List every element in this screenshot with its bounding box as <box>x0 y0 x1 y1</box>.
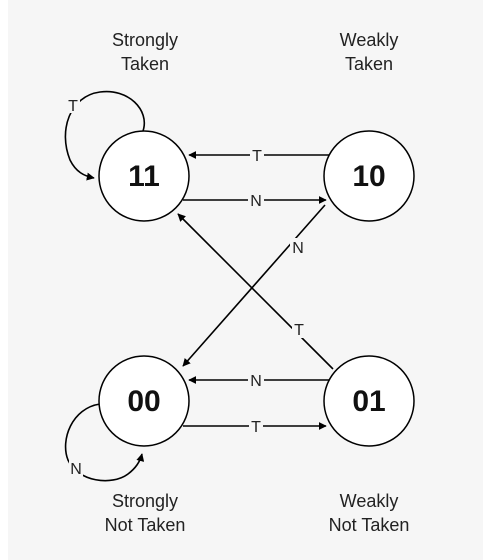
caption-line: Not Taken <box>105 515 186 535</box>
label-bg <box>69 460 83 478</box>
state-node-00: 00 <box>98 355 190 447</box>
diagram-background <box>8 0 483 560</box>
caption-strongly-taken: Strongly Taken <box>112 30 178 74</box>
edge-label-11-self: T <box>68 98 78 115</box>
edge-00-self-loop <box>64 403 145 482</box>
state-label: 11 <box>128 160 160 193</box>
label-bg <box>290 238 306 256</box>
edge-01-to-11 <box>177 213 334 370</box>
edge-10-to-00 <box>182 204 326 367</box>
edge-label-01-to-11: T <box>294 322 304 339</box>
edge-label-10-to-00: N <box>292 240 304 257</box>
state-node-11: 11 <box>98 130 190 222</box>
caption-line: Not Taken <box>329 515 410 535</box>
state-circle <box>98 130 190 222</box>
state-circle <box>323 355 415 447</box>
caption-line: Strongly <box>112 491 178 511</box>
state-circle <box>98 355 190 447</box>
label-bg <box>249 417 263 435</box>
label-bg <box>292 320 306 338</box>
state-node-01: 01 <box>323 355 415 447</box>
label-bg <box>66 97 80 113</box>
state-label: 01 <box>352 385 385 418</box>
caption-line: Weakly <box>340 30 399 50</box>
label-bg <box>250 146 264 164</box>
caption-line: Taken <box>345 54 393 74</box>
edge-label-00-to-01: T <box>251 419 261 436</box>
state-label: 10 <box>352 160 385 193</box>
label-bg <box>248 191 264 209</box>
state-node-10: 10 <box>323 130 415 222</box>
state-circle <box>323 130 415 222</box>
state-label: 00 <box>127 385 160 418</box>
caption-weakly-taken: Weakly Taken <box>340 30 399 74</box>
caption-weakly-not-taken: Weakly Not Taken <box>329 491 410 535</box>
edge-label-00-self: N <box>70 461 82 478</box>
edge-label-11-to-10: N <box>250 193 262 210</box>
caption-line: Taken <box>121 54 169 74</box>
caption-strongly-not-taken: Strongly Not Taken <box>105 491 186 535</box>
label-bg <box>248 371 264 389</box>
caption-line: Weakly <box>340 491 399 511</box>
edge-label-01-to-00: N <box>250 373 262 390</box>
caption-line: Strongly <box>112 30 178 50</box>
edge-label-10-to-11: T <box>252 148 262 165</box>
